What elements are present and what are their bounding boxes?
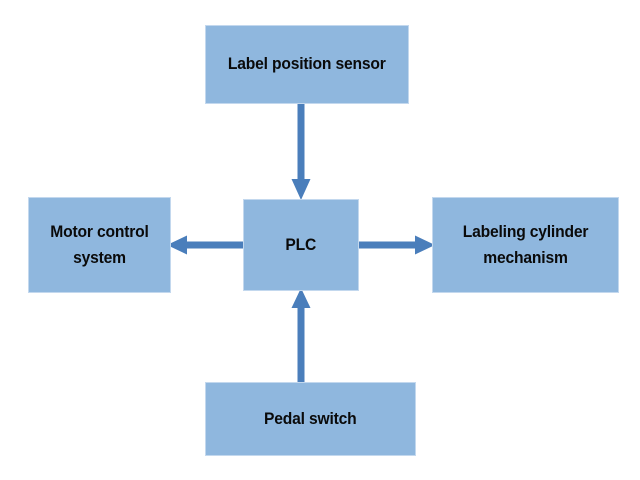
arrow-sensor-to-plc: [290, 100, 312, 203]
arrow-pedal-switch-to-plc: [290, 287, 312, 386]
block-motor-control-system: Motor control system: [28, 197, 171, 293]
block-labeling-cylinder-mechanism-text: Labeling cylinder mechanism: [462, 221, 589, 267]
block-motor-control-system-text: Motor control system: [50, 221, 149, 267]
block-labeling-cylinder-mechanism: Labeling cylinder mechanism: [432, 197, 619, 293]
arrow-plc-to-labeling-cylinder: [354, 233, 436, 257]
block-plc: PLC: [243, 199, 359, 291]
block-label-position-sensor-text: Label position sensor: [228, 54, 386, 74]
block-label-position-sensor: Label position sensor: [205, 25, 409, 104]
block-pedal-switch-text: Pedal switch: [264, 408, 357, 428]
block-plc-text: PLC: [285, 234, 317, 254]
arrow-plc-to-motor-control: [166, 233, 248, 257]
block-pedal-switch: Pedal switch: [205, 382, 416, 456]
